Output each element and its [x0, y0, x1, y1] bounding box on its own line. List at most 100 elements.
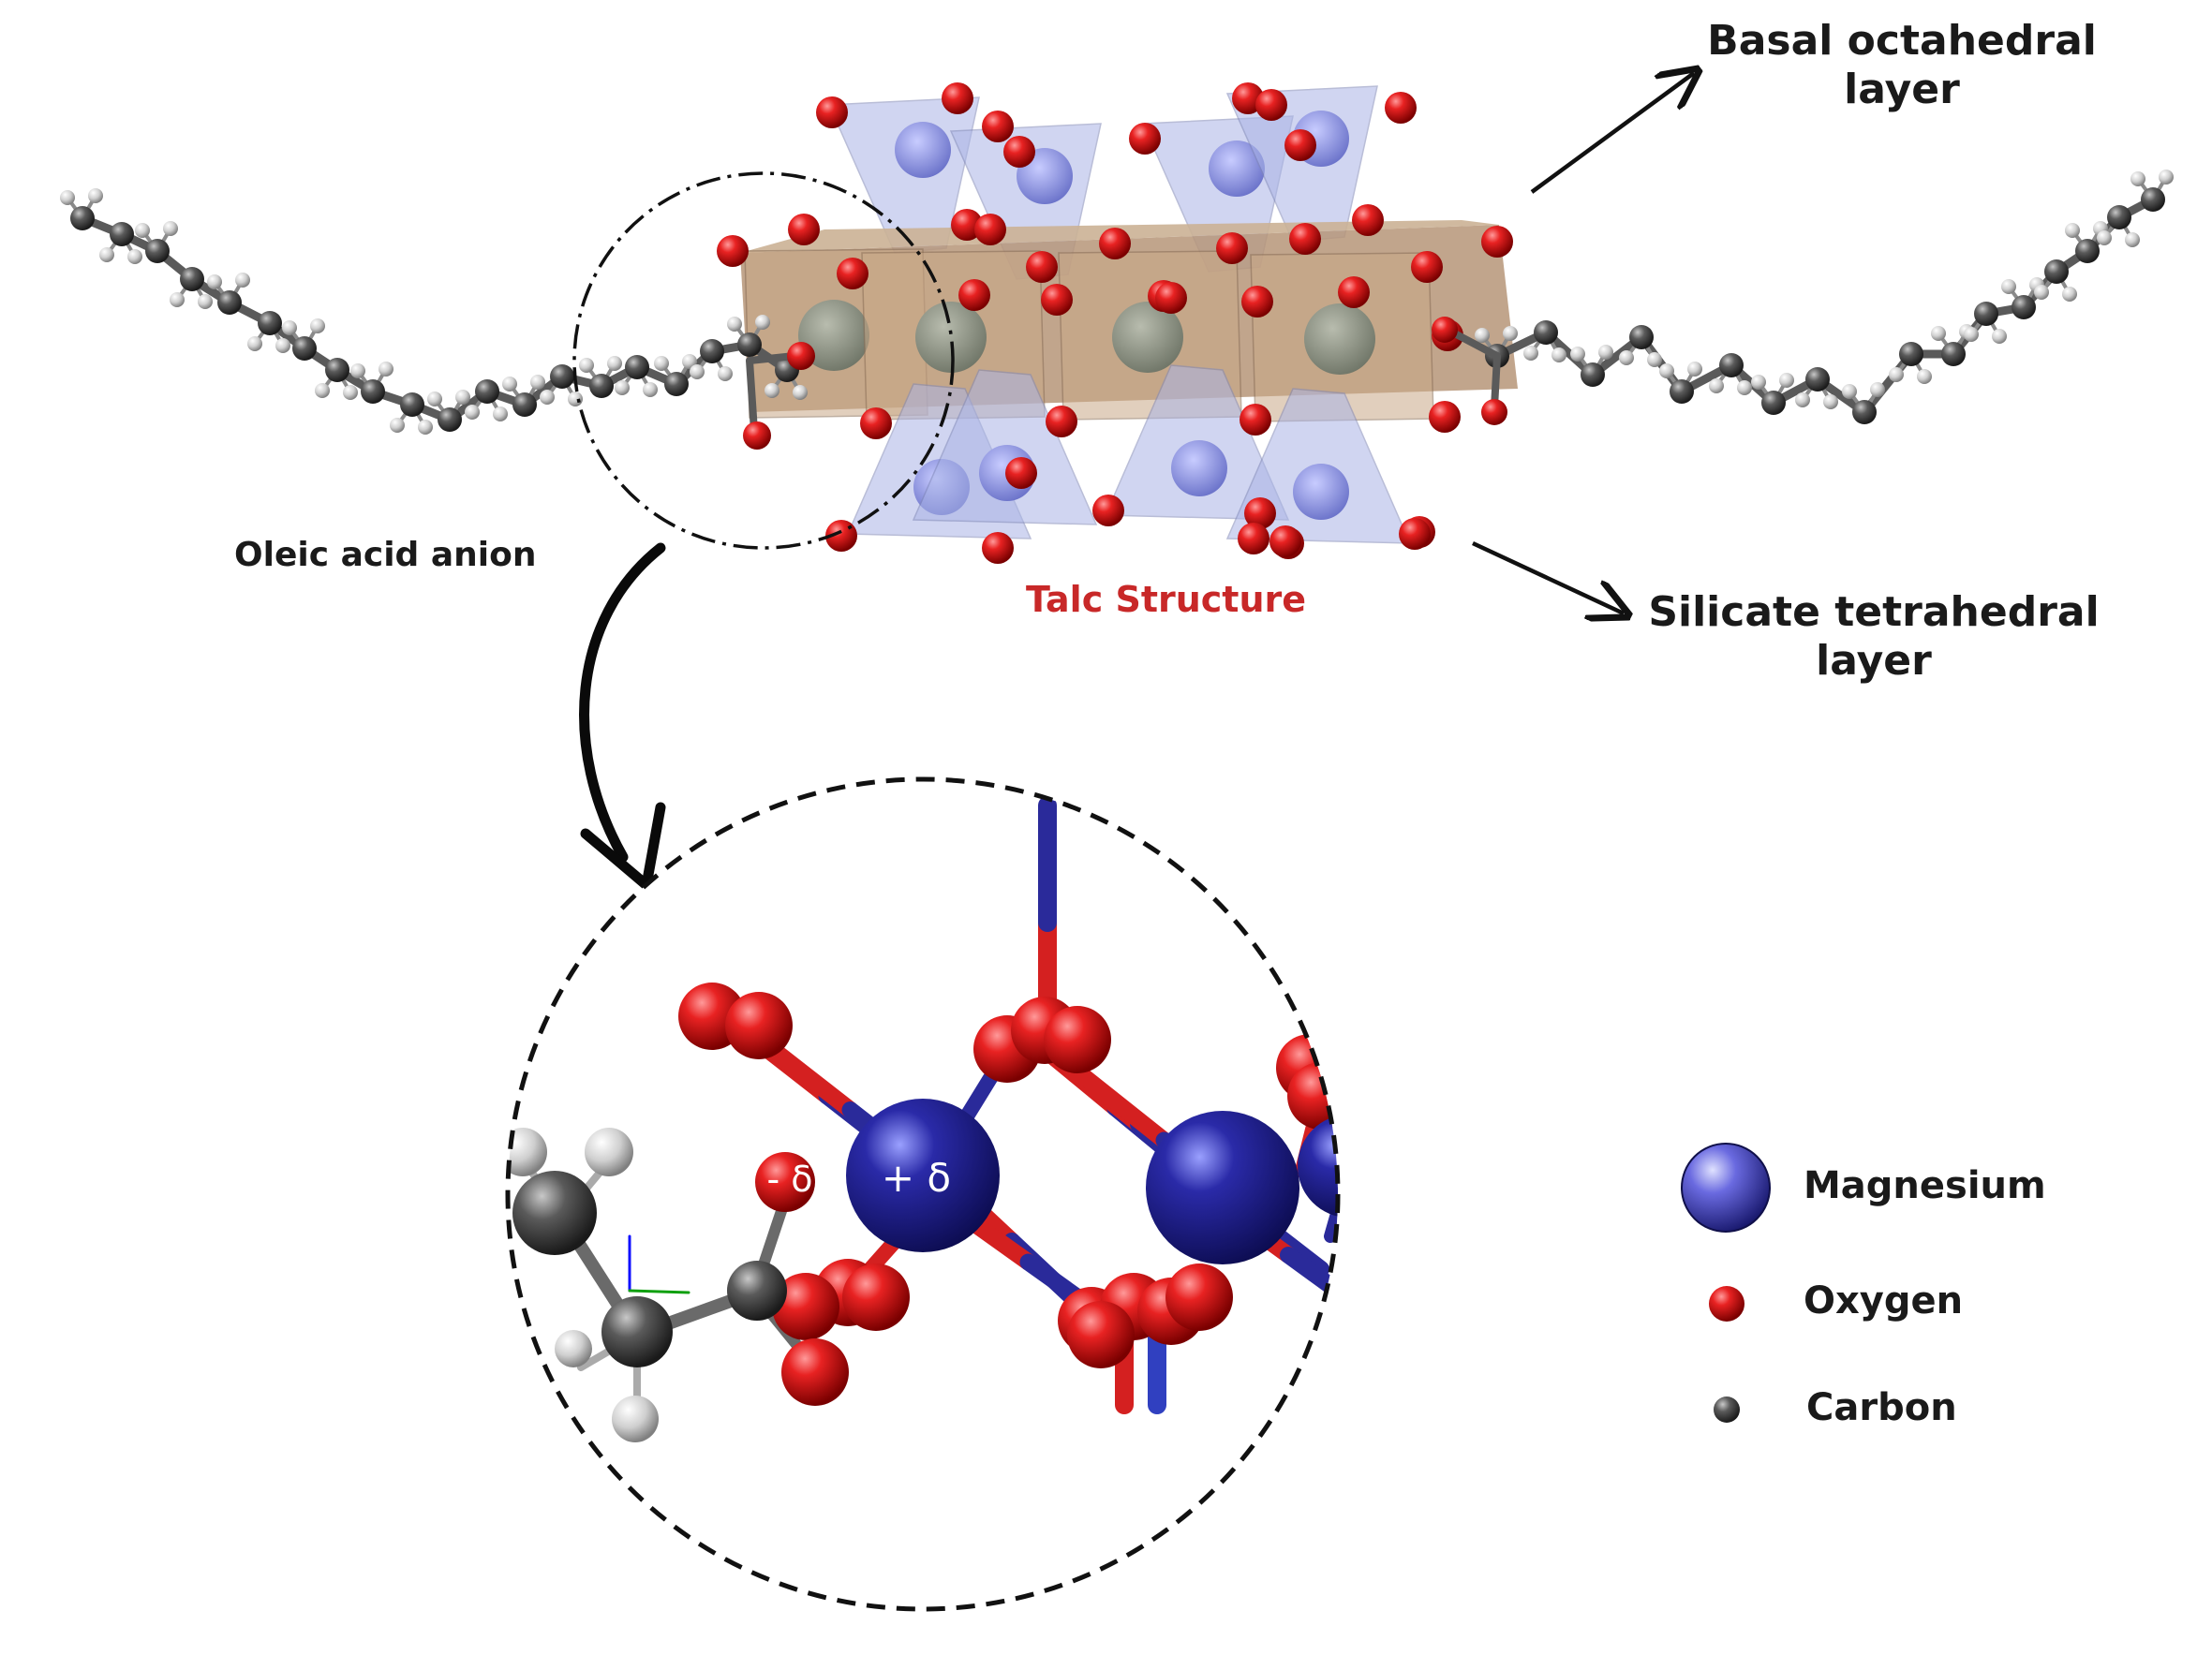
- hydrogen-atom: [1779, 373, 1794, 388]
- oxygen-atom: [1289, 223, 1321, 255]
- hydrogen-atom: [275, 338, 290, 353]
- hydrogen-atom: [615, 380, 630, 395]
- carbon-atom: [217, 290, 242, 315]
- carbon-atom: [664, 372, 689, 396]
- hydrogen-atom: [427, 392, 442, 406]
- magnesium-atom: [1304, 303, 1375, 375]
- hydrogen-atom: [2130, 171, 2145, 186]
- hydrogen-atom: [690, 364, 705, 379]
- hydrogen-atom: [1598, 345, 1613, 360]
- talc-structure: [717, 82, 1518, 564]
- hydrogen-atom: [247, 336, 262, 351]
- oxygen-atom: [787, 342, 815, 370]
- talc-atoms: [717, 82, 1513, 564]
- hydrogen-atom: [315, 383, 330, 398]
- oxygen-atom: [1240, 404, 1271, 436]
- hydrogen-atom: [60, 190, 75, 205]
- oxygen-atom: [974, 214, 1006, 245]
- hydrogen-atom: [455, 390, 470, 405]
- oxygen-atom: [1046, 406, 1077, 437]
- hydrogen-atom: [568, 392, 583, 406]
- hydrogen-atom: [555, 1330, 592, 1367]
- hydrogen-atom: [2065, 223, 2080, 238]
- oxygen-atom: [860, 407, 892, 439]
- carbon-atom: [1899, 342, 1923, 366]
- oxygen-atom: [1092, 495, 1124, 526]
- carbon-atom: [400, 392, 424, 417]
- oxygen-atom: [1481, 399, 1507, 425]
- hydrogen-atom: [2125, 232, 2140, 247]
- hydrogen-atom: [1687, 362, 1702, 377]
- silicate-layer-label-line1: Silicate tetrahedral: [1648, 588, 2100, 636]
- delta-minus-label: - δ: [766, 1159, 812, 1200]
- basal-layer-arrow: [1530, 73, 1694, 194]
- oleic-chain-right: [1432, 170, 2174, 425]
- carbon-atom: [737, 332, 762, 357]
- hydrogen-atom: [418, 420, 433, 435]
- carbon-atom: [1941, 342, 1966, 366]
- basal-layer-label: Basal octahedral layer: [1705, 17, 2099, 114]
- hydrogen-atom: [1619, 350, 1634, 365]
- hydrogen-atom: [1737, 380, 1752, 395]
- legend-carbon-label: Carbon: [1806, 1386, 1957, 1429]
- basal-layer-label-line1: Basal octahedral: [1707, 17, 2097, 65]
- oxygen-atom: [1241, 286, 1273, 318]
- carbon-atom: [258, 311, 282, 335]
- zoom-circle: [505, 776, 1341, 1612]
- oxygen-atom: [942, 82, 973, 114]
- silicate-layer-label-line2: layer: [1816, 636, 1932, 685]
- hydrogen-atom: [135, 223, 150, 238]
- hydrogen-atom: [1751, 375, 1766, 390]
- hydrogen-atom: [465, 405, 480, 420]
- oxygen-atom: [1005, 457, 1037, 489]
- oxygen-atom: [842, 1263, 910, 1331]
- carbon-atom: [512, 392, 537, 417]
- hydrogen-atom: [1992, 329, 2007, 344]
- oxygen-atom: [743, 421, 771, 450]
- carbon-atom: [700, 339, 724, 363]
- legend-oxygen-label: Oxygen: [1804, 1279, 1964, 1323]
- hydrogen-atom: [502, 377, 517, 392]
- carbon-atom: [589, 374, 614, 398]
- oxygen-atom: [1255, 89, 1287, 121]
- carbon-atom: [110, 222, 134, 246]
- carbon-atom: [180, 267, 204, 291]
- magnesium-atom: [1146, 1111, 1299, 1264]
- oleic-chain-left: [60, 188, 815, 450]
- silicon-atom: [895, 122, 951, 178]
- hydrogen-atom: [170, 292, 185, 307]
- hydrogen-atom: [654, 356, 669, 371]
- carbon-atom: [1719, 353, 1744, 377]
- lower-tetrahedral-layer: [846, 364, 1412, 544]
- hydrogen-atom: [282, 320, 297, 335]
- carbon-atom: [145, 239, 170, 263]
- hydrogen-atom: [607, 356, 622, 371]
- delta-plus-label: + δ: [882, 1155, 951, 1201]
- hydrogen-atom: [2097, 230, 2112, 245]
- oxygen-atom: [958, 279, 990, 311]
- hydrogen-atom: [727, 317, 742, 332]
- oleic-acid-label: Oleic acid anion: [234, 536, 537, 574]
- oxygen-atom: [788, 214, 820, 245]
- legend-magnesium-label: Magnesium: [1804, 1164, 2046, 1207]
- hydrogen-atom: [2034, 285, 2049, 300]
- oxygen-atom: [1026, 251, 1058, 283]
- hydrogen-atom: [310, 318, 325, 333]
- hydrogen-atom: [350, 363, 365, 378]
- oxygen-atom: [1244, 497, 1276, 529]
- carbon-atom: [361, 379, 385, 404]
- carbon-atom: [438, 407, 462, 432]
- silicon-atom: [1171, 440, 1227, 496]
- oxygen-atom: [1129, 123, 1161, 155]
- hydrogen-atom: [127, 249, 142, 264]
- hydrogen-atom: [1964, 327, 1979, 342]
- carbon-atom: [727, 1261, 787, 1321]
- oxygen-atom: [1429, 401, 1461, 433]
- legend: [1681, 1143, 1771, 1423]
- oxygen-atom: [1269, 525, 1301, 557]
- carbon-atom: [2075, 239, 2100, 263]
- hydrogen-atom: [390, 418, 405, 433]
- carbon-atom: [1852, 400, 1877, 424]
- hydrogen-atom: [643, 382, 658, 397]
